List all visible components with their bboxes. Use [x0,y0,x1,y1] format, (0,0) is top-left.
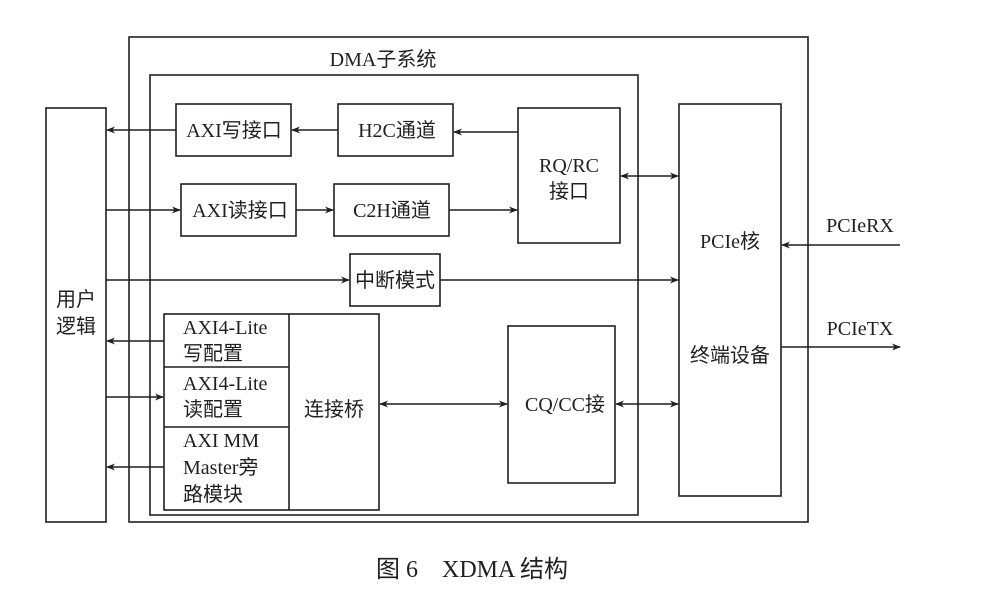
interrupt-mode-block [349,253,441,307]
c2h-channel-label: C2H通道 [353,199,431,222]
axi-write-interface-block [175,103,292,157]
dma-subsystem-frame [149,74,639,516]
user-logic-block [45,107,107,523]
axi4lite-write-label-1: AXI4-Lite [183,317,268,339]
axi4lite-read-label-2: 读配置 [183,398,243,421]
rq-rc-interface-block [517,107,621,244]
cq-cc-interface-label: CQ/CC接 [525,393,605,416]
axi-write-interface-label: AXI写接口 [186,119,282,142]
c2h-channel-block [333,183,450,237]
interrupt-mode-label: 中断模式 [355,269,435,292]
user-logic-label-1: 用户 [56,288,96,311]
axi-read-interface-label: AXI读接口 [192,199,288,222]
axi4lite-write-label-2: 写配置 [183,343,243,365]
config-bridge-group [163,313,380,511]
axi-read-interface-block [180,183,297,237]
user-logic-label-2: 逻辑 [56,315,96,338]
figure-caption: 图 6 XDMA 结构 [376,556,568,583]
axi-mm-bypass-label-2: Master旁 [183,456,259,479]
rq-rc-interface-label-2: 接口 [549,180,589,203]
endpoint-device-label: 终端设备 [690,344,770,367]
pcie-core-label: PCIe核 [700,230,760,253]
rq-rc-interface-label-1: RQ/RC [539,155,599,177]
pcie-core-block [678,103,782,497]
pcie-tx-label: PCIeTX [827,318,894,340]
h2c-channel-label: H2C通道 [358,119,436,142]
axi4lite-read-label-1: AXI4-Lite [183,373,268,395]
cq-cc-interface-block [507,325,616,484]
bridge-label: 连接桥 [304,398,364,421]
axi-mm-bypass-label-1: AXI MM [183,430,259,452]
dma-subsystem-title: DMA子系统 [330,48,437,71]
axi-mm-bypass-label-3: 路模块 [183,483,243,506]
pcie-rx-label: PCIeRX [826,215,894,237]
